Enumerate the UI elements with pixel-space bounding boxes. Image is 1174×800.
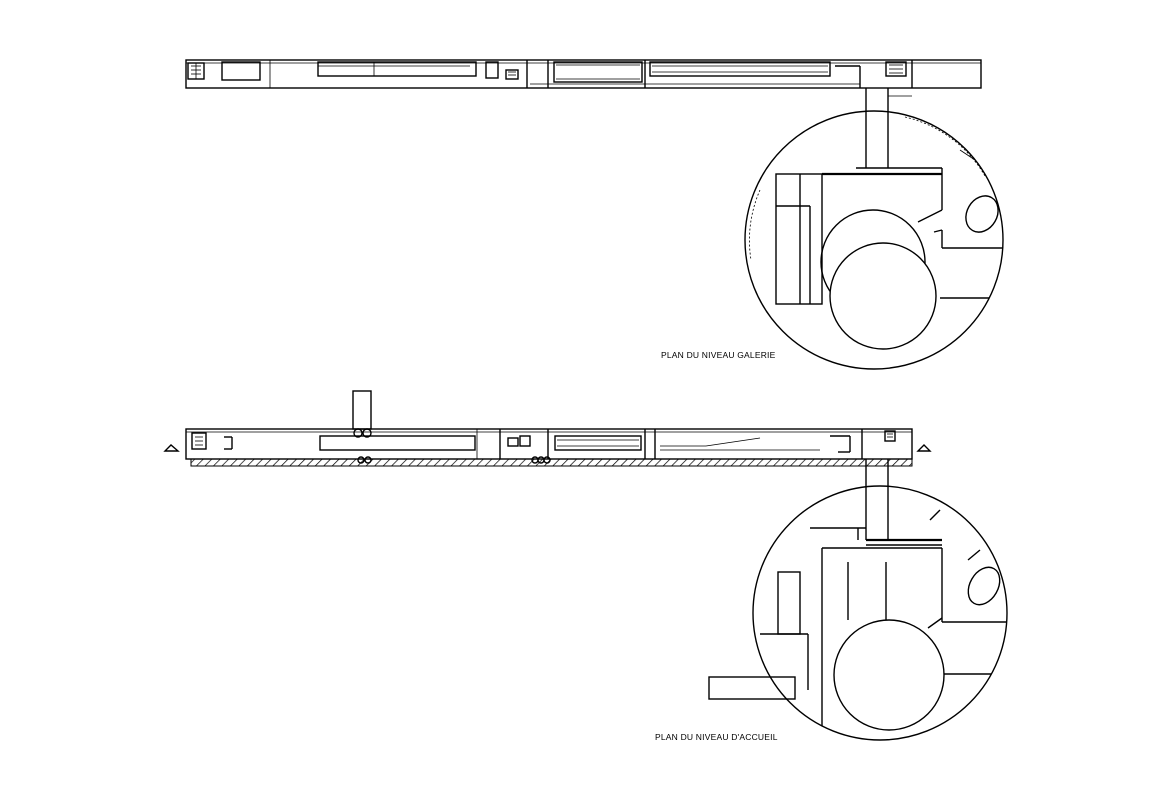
accueil-external-wing — [708, 676, 796, 700]
accueil-rotunda — [752, 485, 1008, 741]
caption-accueil: PLAN DU NIVEAU D'ACCUEIL — [655, 732, 778, 742]
galerie-gallery-bar — [185, 59, 982, 89]
hatched-ground-strip — [190, 458, 913, 467]
entry-arrow-east — [916, 444, 932, 452]
accueil-level-plan — [163, 390, 1008, 741]
accueil-connector-corridor — [865, 459, 889, 540]
entry-arrow-west — [163, 444, 180, 452]
galerie-level-plan — [185, 59, 1004, 370]
galerie-connector-corridor — [865, 88, 912, 168]
galerie-rotunda — [744, 110, 1004, 370]
accueil-tower-block — [352, 390, 372, 430]
accueil-main-bar — [185, 428, 913, 467]
caption-galerie: PLAN DU NIVEAU GALERIE — [661, 350, 776, 360]
accueil-spiral-stairs — [353, 428, 551, 464]
